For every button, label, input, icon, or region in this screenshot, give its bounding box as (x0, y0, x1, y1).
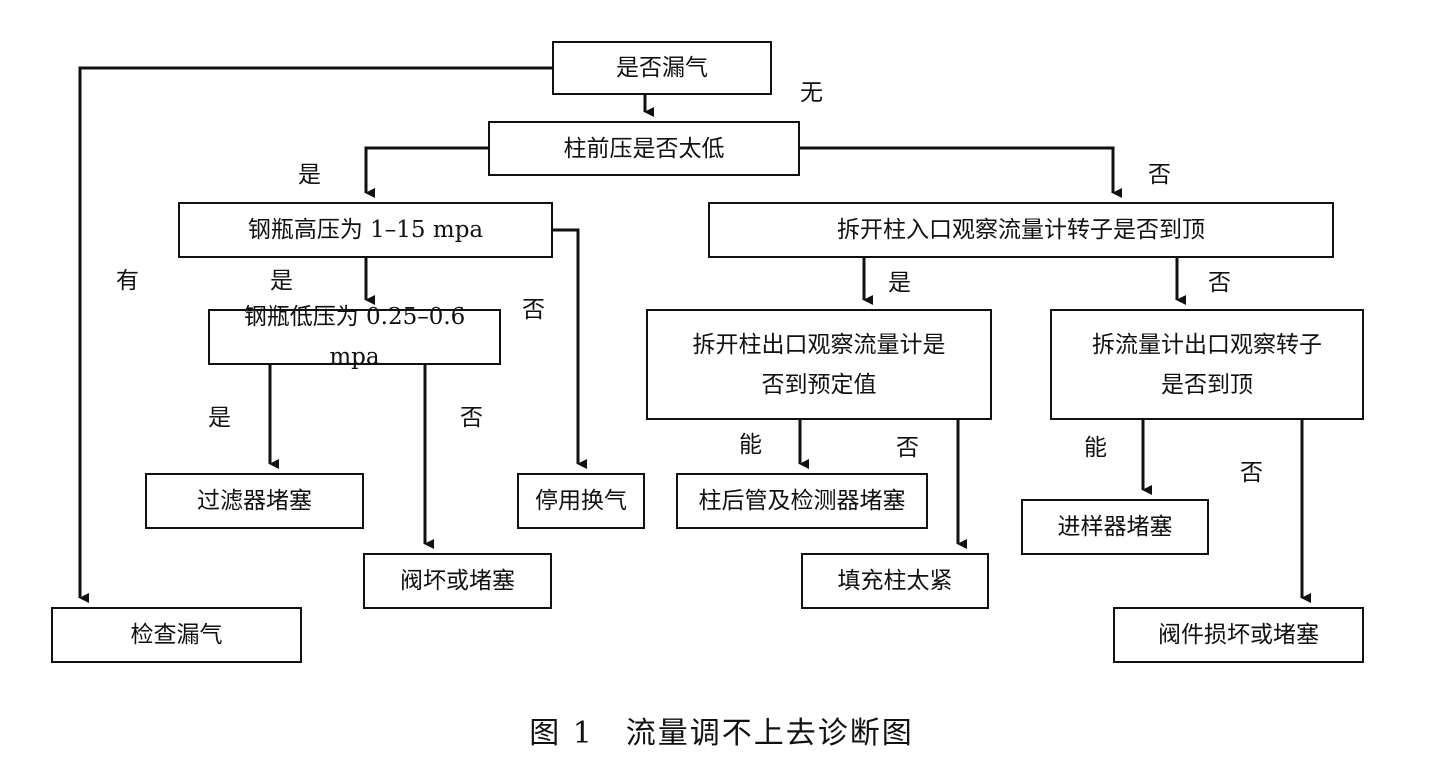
edge-pressure-yes (364, 146, 488, 198)
node-meter-outlet-rotor-line1: 拆流量计出口观察转子 (1092, 331, 1322, 358)
node-meter-outlet-rotor: 拆流量计出口观察转子 是否到顶 (1050, 309, 1364, 420)
node-leak-text: 是否漏气 (616, 55, 708, 81)
edge-leak-has (78, 66, 552, 603)
edge-label-yes-left: 是 (298, 162, 321, 188)
edge-label-no-meter: 否 (1240, 460, 1263, 486)
node-post-column-blocked: 柱后管及检测器堵塞 (676, 473, 928, 529)
node-inlet-rotor: 拆开柱入口观察流量计转子是否到顶 (708, 202, 1334, 258)
node-check-leak-text: 检查漏气 (130, 622, 223, 648)
connector-lines (78, 66, 1311, 603)
node-cylinder-low-text: 钢瓶低压为 0.25–0.6 mpa (243, 304, 466, 370)
node-outlet-flow-line1: 拆开柱出口观察流量计是 (692, 331, 946, 358)
node-post-column-blocked-text: 柱后管及检测器堵塞 (698, 488, 906, 514)
edge-pressure-no (800, 146, 1122, 198)
node-meter-outlet-rotor-line2: 是否到顶 (1161, 371, 1253, 398)
edge-label-can-outlet: 能 (739, 432, 762, 458)
edge-label-yes-high: 是 (270, 268, 293, 294)
edge-label-no-low: 否 (460, 405, 483, 431)
edge-label-no-outlet: 否 (896, 435, 919, 461)
edge-label-can-meter: 能 (1084, 435, 1107, 461)
node-injector-blocked-text: 进样器堵塞 (1057, 514, 1173, 540)
edge-label-no-right: 否 (1148, 162, 1171, 188)
node-column-too-tight-text: 填充柱太紧 (837, 568, 953, 594)
node-stop-change-gas: 停用换气 (517, 473, 645, 529)
node-valve-part-bad-text: 阀件损坏或堵塞 (1158, 622, 1319, 648)
node-stop-change-gas-text: 停用换气 (535, 488, 627, 514)
node-inlet-rotor-text: 拆开柱入口观察流量计转子是否到顶 (837, 217, 1205, 243)
node-valve-bad-blocked: 阀坏或堵塞 (363, 553, 552, 609)
node-leak: 是否漏气 (552, 41, 772, 95)
node-cylinder-high-text: 钢瓶高压为 1–15 mpa (247, 217, 484, 243)
figure-caption: 图 1 流量调不上去诊断图 (529, 716, 914, 751)
edge-label-none: 无 (800, 80, 823, 106)
node-check-leak: 检查漏气 (51, 607, 302, 663)
node-filter-blocked: 过滤器堵塞 (145, 473, 364, 529)
edge-label-yes-inlet: 是 (888, 270, 911, 296)
node-column-too-tight: 填充柱太紧 (801, 553, 989, 609)
node-valve-bad-blocked-text: 阀坏或堵塞 (400, 568, 515, 594)
node-cylinder-low: 钢瓶低压为 0.25–0.6 mpa (208, 304, 501, 370)
edge-label-no-high: 否 (522, 297, 545, 323)
node-column-head-pressure: 柱前压是否太低 (488, 121, 800, 176)
edge-label-has: 有 (116, 268, 139, 294)
node-cylinder-high: 钢瓶高压为 1–15 mpa (178, 202, 553, 258)
node-outlet-flow-line2: 否到预定值 (761, 371, 877, 398)
edge-label-yes-low: 是 (208, 405, 231, 431)
node-outlet-flow: 拆开柱出口观察流量计是 否到预定值 (646, 309, 992, 420)
node-filter-blocked-text: 过滤器堵塞 (197, 488, 312, 514)
node-valve-part-bad: 阀件损坏或堵塞 (1113, 607, 1364, 663)
node-column-head-pressure-text: 柱前压是否太低 (563, 135, 725, 162)
edge-high-no (553, 228, 587, 469)
node-injector-blocked: 进样器堵塞 (1021, 499, 1209, 555)
edge-label-no-inlet: 否 (1208, 270, 1231, 296)
